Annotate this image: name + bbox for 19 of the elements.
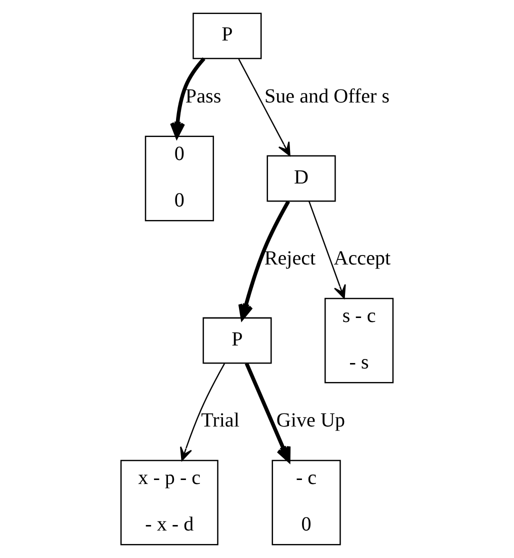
- node-box: D: [266, 155, 336, 202]
- node-box: x - p - c - x - d: [120, 460, 218, 546]
- arrow: [308, 201, 346, 299]
- arrow: [180, 363, 226, 462]
- edge-label: Accept: [334, 247, 391, 270]
- edge-label: Sue and Offer s: [264, 85, 390, 108]
- arrow: [238, 200, 290, 320]
- edge-label: Reject: [264, 247, 316, 270]
- arrow: [244, 362, 291, 462]
- arrow: [238, 58, 290, 156]
- edge-label: Pass: [185, 85, 222, 108]
- node-box: 0 0: [144, 136, 214, 222]
- node-box: P: [192, 12, 262, 60]
- arrow: [170, 57, 206, 138]
- node-box: s - c - s: [324, 298, 394, 384]
- edge-label: Give Up: [276, 409, 345, 432]
- node-box: P: [202, 317, 272, 364]
- edge-label: Trial: [201, 409, 240, 432]
- node-box: - c 0: [272, 460, 341, 546]
